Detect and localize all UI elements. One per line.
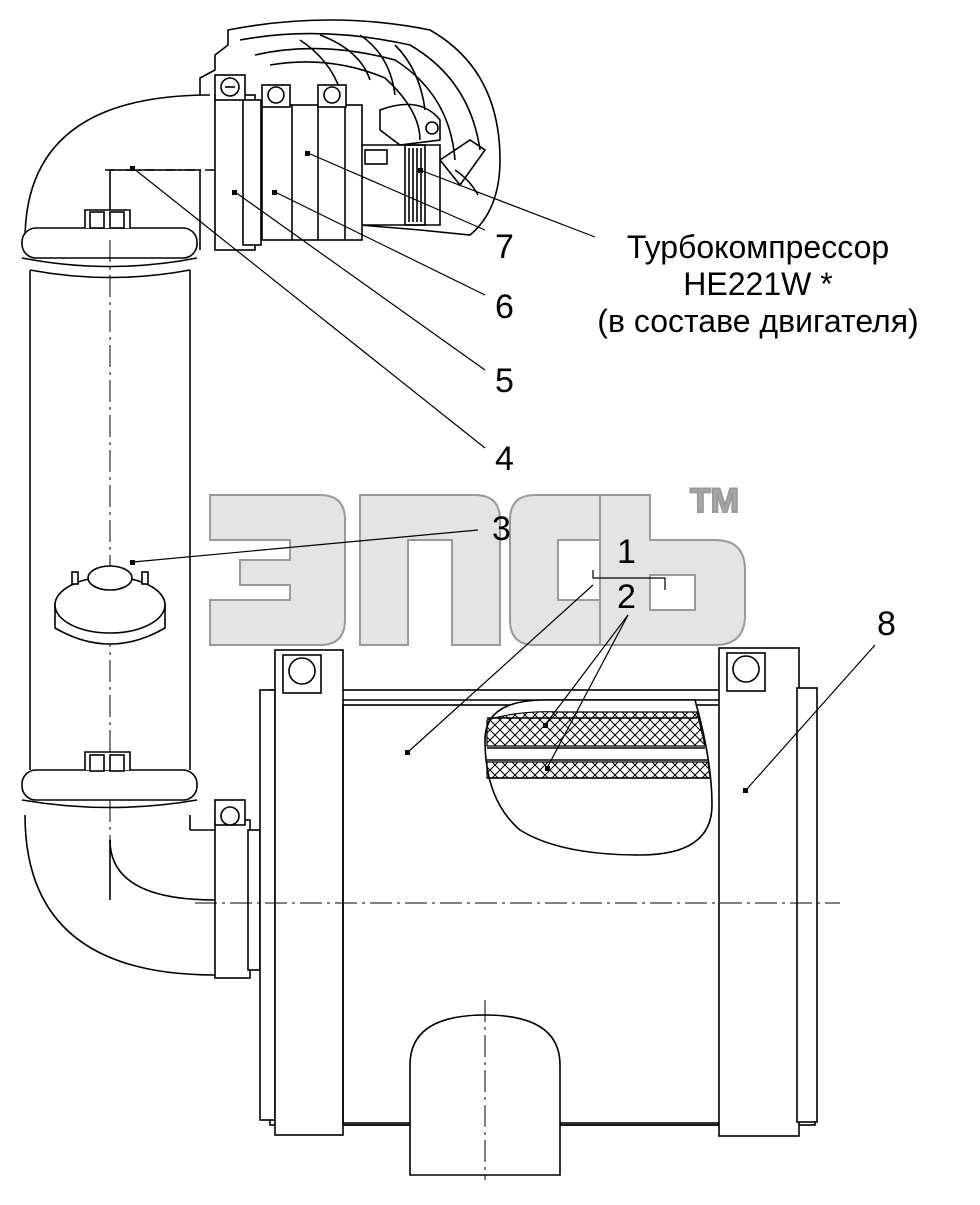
watermark-logo: TM bbox=[209, 481, 746, 646]
leader-dots bbox=[130, 151, 748, 793]
bolt-icon bbox=[732, 655, 760, 683]
bolt-icon bbox=[323, 86, 341, 104]
insulation-layer bbox=[486, 711, 711, 779]
turbocharger-note: Турбокомпрессор HE221W * (в составе двиг… bbox=[597, 229, 918, 339]
outlet-flange-assembly bbox=[214, 74, 363, 251]
note-line-3: (в составе двигателя) bbox=[597, 303, 918, 339]
bolt-icon bbox=[267, 86, 285, 104]
inlet-flange bbox=[214, 799, 261, 979]
callout-4: 4 bbox=[495, 440, 514, 478]
callout-5: 5 bbox=[495, 362, 514, 400]
callout-7: 7 bbox=[495, 228, 514, 266]
callout-2: 2 bbox=[617, 578, 636, 616]
callout-8: 8 bbox=[877, 605, 896, 643]
leader-lines bbox=[132, 152, 876, 791]
watermark-trademark: TM bbox=[690, 482, 739, 520]
turbocharger bbox=[199, 19, 501, 236]
bolt-icon bbox=[288, 657, 316, 685]
callout-6: 6 bbox=[495, 288, 514, 326]
note-line-1: Турбокомпрессор bbox=[627, 229, 889, 265]
callout-1: 1 bbox=[617, 533, 636, 571]
exhaust-pipe bbox=[21, 94, 216, 976]
callout-3: 3 bbox=[492, 510, 511, 548]
note-line-2: HE221W * bbox=[683, 266, 832, 302]
bolt-icon bbox=[220, 806, 240, 826]
